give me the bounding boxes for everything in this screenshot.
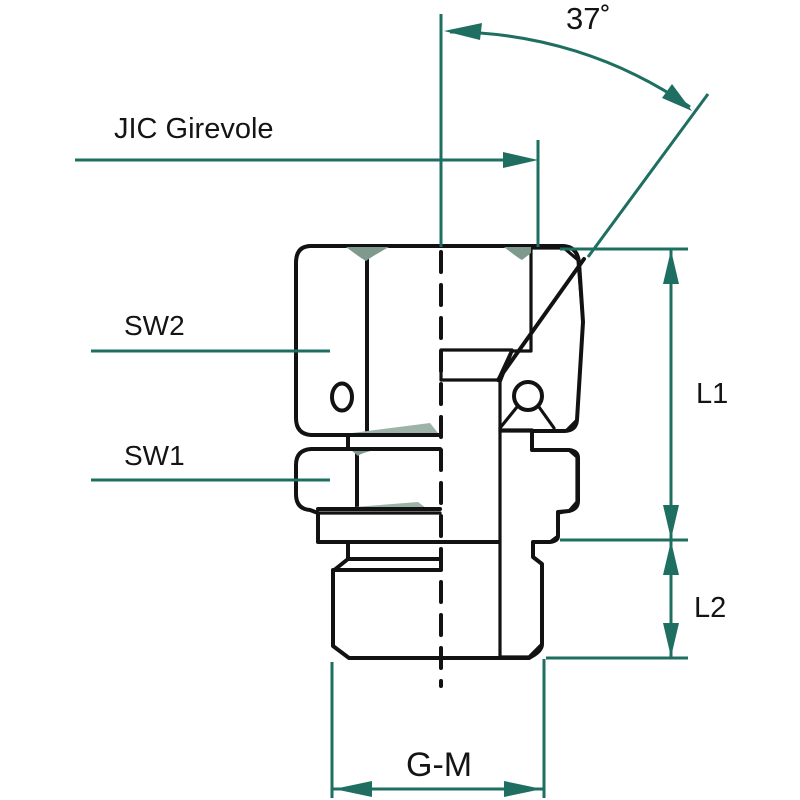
sw2-label: SW2 [124,310,185,341]
angle-arc-arrow-right [662,84,692,111]
nut-bottom-chamfer [352,423,438,435]
gm-label: G-M [406,746,472,784]
l1-arrow-top [663,250,679,284]
l1-arrow-bottom [663,505,679,539]
l2-arrow-bottom [663,623,679,657]
nut-hole-ellipse [330,381,354,413]
gm-arrow-right [504,781,542,797]
ball-detail [512,380,544,412]
l2-label: L2 [694,592,726,624]
angle-arc [449,30,691,109]
l1-label: L1 [696,378,728,410]
jic-label: JIC Girevole [114,113,274,145]
cone-line [496,257,586,382]
l2-arrow-top [663,541,679,575]
sw1-label: SW1 [124,440,185,471]
sw1-top-spandrel [351,450,375,456]
angle-label: 37˚ [566,1,611,36]
ball-diagonal-left [498,405,519,430]
angle-arc-arrow-left [444,23,482,40]
body-section-hatch [498,428,579,659]
gm-arrow-left [334,781,372,797]
jic-arrowhead [503,152,538,168]
nut-top-right-spandrel [504,247,531,260]
angle-diagonal-line [586,93,710,258]
ball-diagonal-right [537,405,556,430]
nut-top-spandrel [346,247,389,261]
